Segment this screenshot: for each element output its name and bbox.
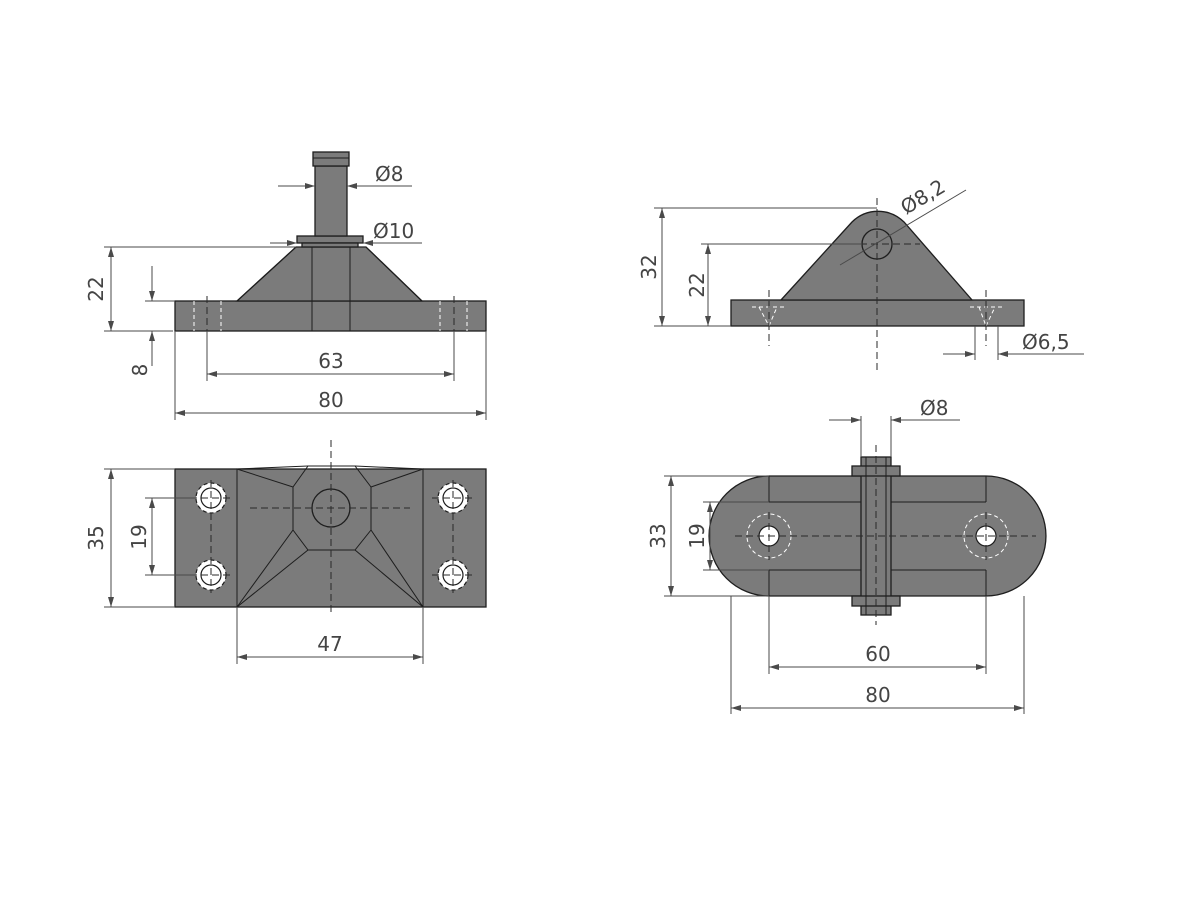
label-hole-spacing: 63 [318, 349, 343, 373]
dim-pin-height: 22 [685, 243, 862, 327]
hinge-bracket-body [730, 198, 1025, 370]
dim-stud-diameter: Ø8 [278, 162, 412, 189]
label-hinge-hole-spacing: 60 [865, 642, 890, 666]
dim-slot-width: 19 [685, 501, 769, 571]
label-bracket-height: 32 [637, 254, 661, 279]
dim-hinge-hole-spacing: 60 [768, 596, 987, 674]
dim-mount-hole-diameter: Ø6,5 [943, 326, 1084, 360]
label-pin-hole-diameter: Ø8,2 [896, 174, 949, 219]
mount-plate-body [174, 465, 487, 609]
label-total-height: 22 [84, 276, 108, 301]
right-front-view: 32 22 Ø8,2 Ø6,5 [637, 174, 1084, 370]
right-top-view: Ø8 33 19 60 80 [646, 396, 1047, 714]
dim-total-height: 22 [84, 246, 296, 332]
label-pyramid-width: 47 [317, 632, 342, 656]
dim-hole-pitch: 19 [127, 497, 196, 576]
label-slot-width: 19 [685, 523, 709, 548]
dim-collar-diameter: Ø10 [270, 219, 422, 246]
top-view-centerlines [190, 440, 474, 612]
dim-plate-width: 35 [84, 468, 175, 608]
mount-base-body [174, 151, 487, 336]
label-hole-pitch: 19 [127, 524, 151, 549]
label-collar-diameter: Ø10 [373, 219, 414, 243]
label-hinge-length: 80 [865, 683, 890, 707]
label-plate-width: 35 [84, 525, 108, 550]
hinge-top-centerlines [735, 445, 1036, 625]
label-hinge-width: 33 [646, 523, 670, 548]
dim-pyramid-width: 47 [236, 607, 424, 664]
label-overall-length: 80 [318, 388, 343, 412]
dim-pin-diameter: Ø8 [829, 396, 960, 457]
left-front-view: Ø8 Ø10 22 8 63 80 [84, 151, 487, 420]
label-mount-hole-diameter: Ø6,5 [1022, 330, 1070, 354]
dim-overall-length: 80 [174, 331, 487, 420]
left-top-view: 35 19 47 [84, 440, 487, 664]
label-stud-diameter: Ø8 [375, 162, 403, 186]
label-pin-height: 22 [685, 272, 709, 297]
dim-base-height: 8 [128, 266, 175, 376]
label-pin-diameter: Ø8 [920, 396, 948, 420]
dim-hole-spacing: 63 [206, 331, 455, 381]
label-base-height: 8 [128, 364, 152, 377]
dim-hinge-length: 80 [730, 596, 1025, 714]
dim-hinge-width: 33 [646, 475, 769, 597]
